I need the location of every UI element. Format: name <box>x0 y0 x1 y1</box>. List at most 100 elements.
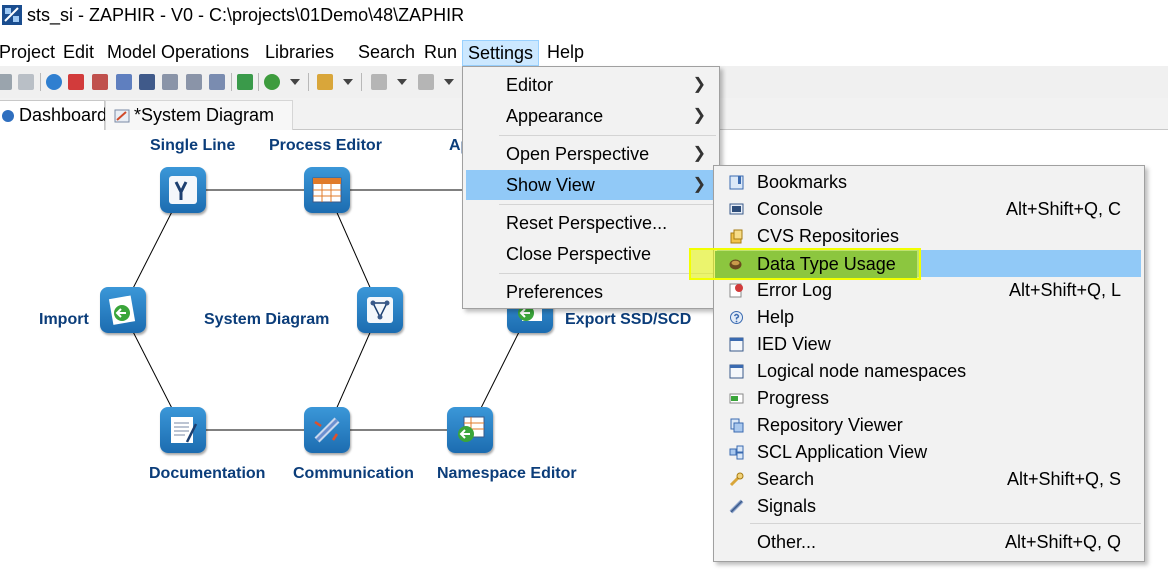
pencil-icon[interactable] <box>317 74 333 90</box>
menu-item-open-perspective[interactable]: Open Perspective❯ <box>466 139 716 169</box>
tab-system-diagram[interactable]: *System Diagram <box>105 100 293 130</box>
menu-libraries[interactable]: Libraries <box>265 42 335 62</box>
tab-label: Dashboard <box>19 105 108 125</box>
system-diagram-icon <box>367 297 393 323</box>
chevron-down-icon[interactable] <box>397 79 407 85</box>
namespace-editor-icon <box>458 416 485 442</box>
menu-edit[interactable]: Edit <box>63 42 95 62</box>
tab-dashboard[interactable]: Dashboard <box>0 100 108 130</box>
chevron-down-icon[interactable] <box>290 79 300 85</box>
tool-icon[interactable] <box>162 74 178 90</box>
help-icon <box>730 311 743 324</box>
progress-icon <box>729 393 744 404</box>
chevron-right-icon: ❯ <box>692 76 706 93</box>
chevron-right-icon: ❯ <box>692 145 706 162</box>
toolbar-separator <box>308 73 309 91</box>
menu-item-other[interactable]: Other...Alt+Shift+Q, Q <box>757 532 1121 552</box>
delete-icon[interactable] <box>68 74 84 90</box>
toolbar-separator <box>361 73 362 91</box>
menu-item-cvs-repositories[interactable]: CVS Repositories <box>717 223 1141 250</box>
zaphir-app-icon <box>2 5 22 25</box>
menu-item-close-perspective[interactable]: Close Perspective <box>506 244 652 264</box>
menu-item-scl-application-view[interactable]: SCL Application View <box>717 439 1141 466</box>
chevron-down-icon[interactable] <box>444 79 454 85</box>
run-icon[interactable] <box>264 74 280 90</box>
menu-model-operations[interactable]: Model Operations <box>107 42 250 62</box>
toolbar-separator <box>40 73 41 91</box>
menu-item-preferences[interactable]: Preferences <box>506 282 604 302</box>
navigate-icon[interactable] <box>371 74 387 90</box>
window-title: sts_si - ZAPHIR - V0 - C:\projects\01Dem… <box>27 5 465 25</box>
namespace-editor-node[interactable] <box>447 407 493 453</box>
menu-separator <box>499 273 716 274</box>
title-bar: sts_si - ZAPHIR - V0 - C:\projects\01Dem… <box>0 0 1168 33</box>
chevron-right-icon: ❯ <box>692 176 706 193</box>
menu-separator <box>750 523 1141 524</box>
system-diagram-label[interactable]: System Diagram <box>204 311 330 328</box>
ied-view-icon <box>729 337 744 352</box>
menu-project[interactable]: Project <box>0 42 56 62</box>
documentation-node[interactable] <box>160 407 206 453</box>
save-icon[interactable] <box>0 74 12 90</box>
settings-menu: Editor❯ Appearance❯ Open Perspective❯ Sh… <box>462 66 720 309</box>
menu-run[interactable]: Run <box>424 42 458 62</box>
menu-item-signals[interactable]: Signals <box>717 493 1141 520</box>
menu-separator <box>499 135 716 136</box>
signals-icon <box>729 499 744 514</box>
system-diagram-node[interactable] <box>357 287 403 333</box>
tool-2-icon[interactable] <box>186 74 202 90</box>
dashboard-icon <box>2 110 14 123</box>
menu-item-editor[interactable]: Editor❯ <box>466 70 716 100</box>
menu-item-appearance[interactable]: Appearance❯ <box>466 101 716 131</box>
communication-node[interactable] <box>304 407 350 453</box>
search-icon <box>729 472 744 487</box>
namespace-editor-label[interactable]: Namespace Editor <box>437 465 577 482</box>
communication-label[interactable]: Communication <box>293 465 414 482</box>
menu-item-progress[interactable]: Progress <box>717 385 1141 412</box>
refresh-icon[interactable] <box>46 74 62 90</box>
error-log-icon <box>729 283 743 298</box>
communication-icon <box>314 417 340 443</box>
hierarchy-icon[interactable] <box>139 74 155 90</box>
navigate-2-icon[interactable] <box>418 74 434 90</box>
menu-separator <box>499 204 716 205</box>
data-type-usage-label[interactable]: Data Type Usage <box>757 254 896 274</box>
repository-viewer-icon <box>730 418 744 433</box>
menu-settings[interactable]: Settings <box>462 40 540 66</box>
annotation-highlight-fill <box>715 251 917 278</box>
data-type-usage-icon <box>729 259 742 270</box>
import-label[interactable]: Import <box>39 311 89 328</box>
export-icon[interactable] <box>92 74 108 90</box>
scl-application-view-icon <box>729 445 744 460</box>
tab-label: *System Diagram <box>134 105 275 125</box>
menu-search[interactable]: Search <box>358 42 416 62</box>
menu-item-reset-perspective[interactable]: Reset Perspective... <box>506 213 668 233</box>
menu-item-repository-viewer[interactable]: Repository Viewer <box>717 412 1141 439</box>
chevron-down-icon[interactable] <box>343 79 353 85</box>
connect-icon[interactable] <box>116 74 132 90</box>
export-ssd-scd-label[interactable]: Export SSD/SCD <box>565 311 692 328</box>
print-icon[interactable] <box>18 74 34 90</box>
menu-item-help[interactable]: Help <box>717 304 1141 331</box>
menu-item-show-view[interactable]: Show View❯ <box>466 170 716 200</box>
console-icon <box>729 203 744 215</box>
single-line-label[interactable]: Single Line <box>150 137 236 154</box>
process-editor-label[interactable]: Process Editor <box>269 137 382 154</box>
single-line-node[interactable] <box>160 167 206 213</box>
process-editor-node[interactable] <box>304 167 350 213</box>
documentation-label[interactable]: Documentation <box>149 465 266 482</box>
menu-item-logical-node-namespaces[interactable]: Logical node namespaces <box>717 358 1141 385</box>
menu-help[interactable]: Help <box>547 42 585 62</box>
bookmarks-icon <box>729 175 744 190</box>
validate-icon[interactable] <box>209 74 225 90</box>
import-node[interactable] <box>100 287 146 333</box>
menu-item-bookmarks[interactable]: Bookmarks <box>717 169 1141 196</box>
menu-item-ied-view[interactable]: IED View <box>717 331 1141 358</box>
document-icon <box>171 417 198 443</box>
map-marker-icon[interactable] <box>237 74 253 90</box>
system-diagram-icon <box>114 109 130 123</box>
table-icon <box>312 177 342 203</box>
